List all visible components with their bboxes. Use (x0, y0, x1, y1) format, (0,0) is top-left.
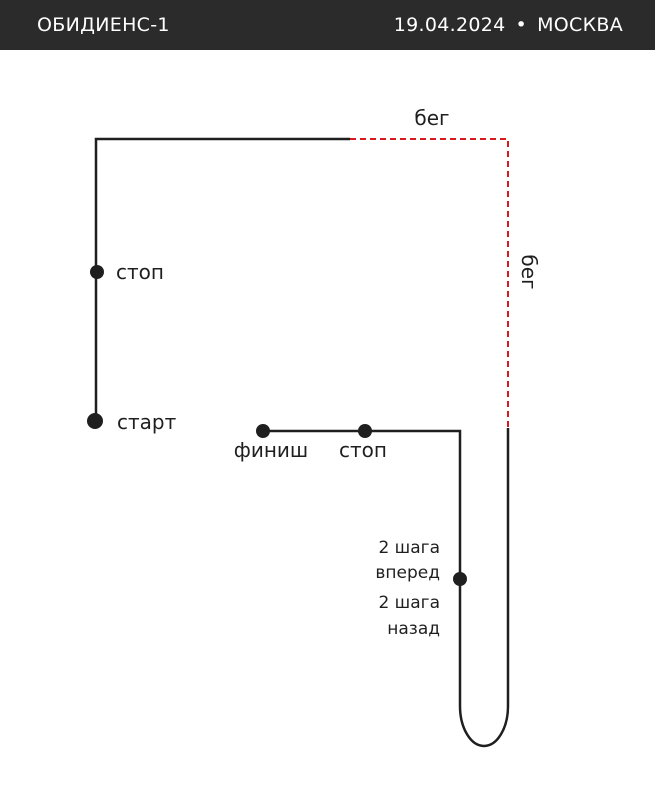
label-start: старт (117, 410, 177, 434)
steps-point (453, 572, 467, 586)
path-start-to-corner (94, 137, 350, 421)
label-steps-forward-2: вперед (375, 563, 440, 583)
header-bar: ОБИДИЕНС-1 19.04.2024 • МОСКВА (0, 0, 655, 50)
run-dashed-path (350, 138, 509, 428)
label-run-side: бег (517, 254, 541, 289)
label-stop-bottom: стоп (339, 438, 387, 462)
label-stop-left: стоп (116, 260, 164, 284)
event-date: 19.04.2024 (393, 14, 506, 36)
label-finish: финиш (234, 438, 308, 462)
start-point (87, 413, 103, 429)
label-steps-back-1: 2 шага (378, 593, 440, 613)
event-title: ОБИДИЕНС-1 (37, 14, 170, 36)
stop-point-bottom (358, 424, 372, 438)
label-run-top: бег (414, 106, 449, 130)
event-info: 19.04.2024 • МОСКВА (394, 14, 623, 36)
label-steps-forward-1: 2 шага (378, 538, 440, 558)
label-steps-back-2: назад (387, 619, 440, 639)
path-uturn-to-finish (263, 428, 510, 748)
separator-dot: • (515, 14, 528, 36)
event-city: МОСКВА (537, 14, 623, 36)
stop-point-left (90, 265, 104, 279)
finish-point (256, 424, 270, 438)
